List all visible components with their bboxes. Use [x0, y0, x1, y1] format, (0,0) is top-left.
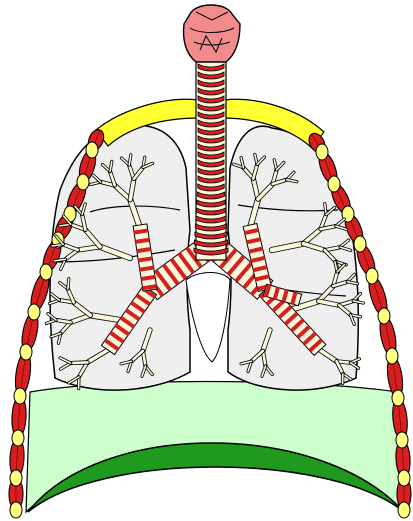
- rib-joint: [12, 430, 24, 446]
- rib-joint: [366, 268, 378, 284]
- rib-joint: [386, 348, 398, 364]
- lung-right: [228, 126, 358, 390]
- bronchus-ring: [134, 230, 148, 232]
- rib-joint: [20, 344, 32, 360]
- rib-joint: [392, 390, 404, 406]
- rib-joint: [14, 388, 26, 404]
- rib-joint: [328, 176, 340, 192]
- rib-joint: [378, 308, 390, 324]
- rib-joint: [28, 304, 40, 320]
- rib-joint: [398, 502, 410, 518]
- rib-joint: [40, 264, 52, 280]
- larynx: [184, 5, 241, 62]
- bronchus-ring: [137, 249, 151, 251]
- bronchiole: [68, 279, 69, 289]
- rib-joint: [398, 470, 410, 486]
- bronchus-ring: [138, 258, 152, 260]
- rib-joint: [77, 174, 89, 190]
- trachea: [194, 60, 228, 260]
- bronchus-ring: [136, 240, 150, 242]
- bronchiole: [71, 362, 88, 363]
- bronchus-ring: [140, 268, 154, 270]
- rib-joint: [396, 432, 408, 448]
- rib-joint: [10, 470, 22, 486]
- rib-joint: [316, 144, 328, 160]
- rib-joint: [86, 142, 98, 158]
- rib-joint: [354, 236, 366, 252]
- bronchus-ring: [141, 277, 155, 279]
- rib-joint: [10, 502, 22, 518]
- bronchus-ring: [143, 286, 157, 288]
